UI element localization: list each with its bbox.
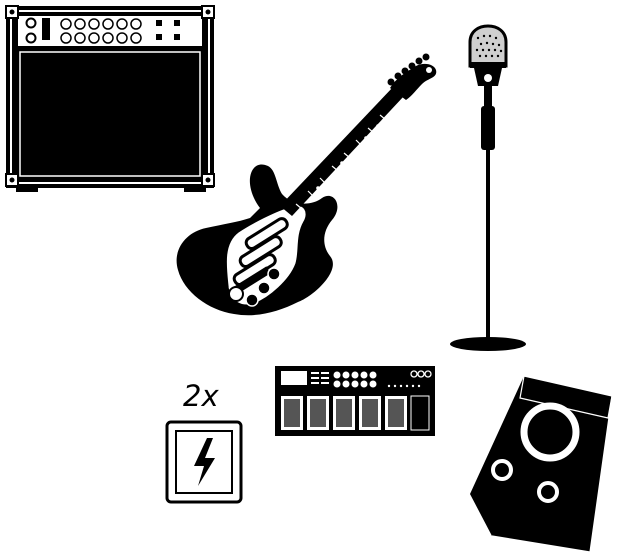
electric-guitar-icon bbox=[172, 56, 440, 324]
stage-monitor-icon bbox=[462, 372, 618, 558]
pedalboard-icon bbox=[275, 366, 435, 436]
power-count-label: 2x bbox=[183, 382, 219, 411]
power-outlet-icon bbox=[165, 420, 243, 504]
microphone-stand-icon bbox=[448, 24, 530, 354]
